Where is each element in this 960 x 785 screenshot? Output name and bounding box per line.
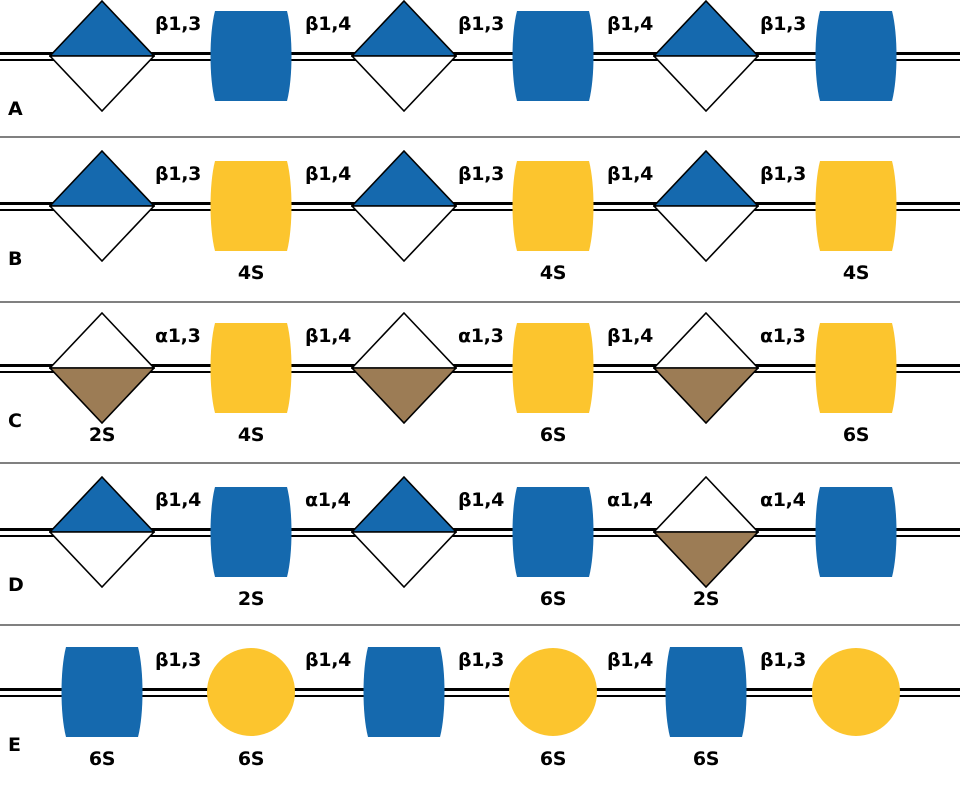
modification-label: 6S xyxy=(237,748,265,770)
linkage-label: α1,4 xyxy=(760,489,806,511)
glycan-node-circle[interactable] xyxy=(508,647,598,737)
glycan-node-rectangle[interactable] xyxy=(205,10,297,102)
row-separator xyxy=(0,462,960,464)
modification-label: 6S xyxy=(842,424,870,446)
glycan-node-rectangle[interactable] xyxy=(810,322,902,414)
modification-label: 6S xyxy=(88,748,116,770)
row-label-d: D xyxy=(8,574,24,596)
backbone-line xyxy=(0,688,960,697)
linkage-label: β1,3 xyxy=(458,649,505,671)
linkage-label: β1,3 xyxy=(155,163,202,185)
linkage-label: β1,3 xyxy=(155,649,202,671)
glycan-node-rectangle[interactable] xyxy=(507,486,599,578)
glycan-node-diamond[interactable] xyxy=(49,0,155,112)
glycan-node-rectangle[interactable] xyxy=(507,160,599,252)
glycan-node-rectangle[interactable] xyxy=(810,486,902,578)
row-label-e: E xyxy=(8,734,21,756)
glycan-node-rectangle[interactable] xyxy=(810,10,902,102)
glycan-node-diamond[interactable] xyxy=(653,476,759,588)
glycan-node-rectangle[interactable] xyxy=(660,646,752,738)
glycan-node-diamond[interactable] xyxy=(49,312,155,424)
linkage-label: β1,4 xyxy=(305,649,352,671)
modification-label: 4S xyxy=(237,424,265,446)
modification-label: 6S xyxy=(539,588,567,610)
row-separator xyxy=(0,136,960,138)
glycan-node-diamond[interactable] xyxy=(653,0,759,112)
row-label-a: A xyxy=(8,98,23,120)
glycan-node-diamond[interactable] xyxy=(351,312,457,424)
glycan-node-diamond[interactable] xyxy=(49,150,155,262)
glycan-node-diamond[interactable] xyxy=(351,476,457,588)
glycan-node-rectangle[interactable] xyxy=(56,646,148,738)
backbone-line xyxy=(0,528,960,537)
glycan-node-rectangle[interactable] xyxy=(507,322,599,414)
linkage-label: β1,4 xyxy=(155,489,202,511)
linkage-label: β1,4 xyxy=(458,489,505,511)
glycan-node-circle[interactable] xyxy=(206,647,296,737)
modification-label: 4S xyxy=(539,262,567,284)
row-separator xyxy=(0,301,960,303)
linkage-label: β1,4 xyxy=(607,163,654,185)
modification-label: 2S xyxy=(692,588,720,610)
linkage-label: β1,3 xyxy=(458,13,505,35)
linkage-label: β1,4 xyxy=(607,325,654,347)
row-label-c: C xyxy=(8,410,22,432)
glycan-node-diamond[interactable] xyxy=(351,150,457,262)
linkage-label: β1,3 xyxy=(458,163,505,185)
row-separator xyxy=(0,624,960,626)
glycan-node-circle[interactable] xyxy=(811,647,901,737)
linkage-label: β1,3 xyxy=(760,163,807,185)
glycan-node-diamond[interactable] xyxy=(49,476,155,588)
linkage-label: α1,3 xyxy=(760,325,806,347)
linkage-label: β1,4 xyxy=(305,325,352,347)
modification-label: 6S xyxy=(539,424,567,446)
backbone-line xyxy=(0,52,960,61)
linkage-label: β1,3 xyxy=(760,649,807,671)
glycan-node-rectangle[interactable] xyxy=(810,160,902,252)
modification-label: 4S xyxy=(842,262,870,284)
backbone-line xyxy=(0,364,960,373)
glycan-node-rectangle[interactable] xyxy=(205,160,297,252)
glycan-node-diamond[interactable] xyxy=(653,312,759,424)
linkage-label: α1,3 xyxy=(155,325,201,347)
row-label-b: B xyxy=(8,248,23,270)
linkage-label: β1,3 xyxy=(760,13,807,35)
linkage-label: β1,4 xyxy=(607,13,654,35)
linkage-label: β1,4 xyxy=(607,649,654,671)
modification-label: 4S xyxy=(237,262,265,284)
linkage-label: β1,4 xyxy=(305,13,352,35)
modification-label: 6S xyxy=(539,748,567,770)
glycan-node-rectangle[interactable] xyxy=(358,646,450,738)
linkage-label: β1,4 xyxy=(305,163,352,185)
modification-label: 2S xyxy=(237,588,265,610)
linkage-label: α1,3 xyxy=(458,325,504,347)
linkage-label: α1,4 xyxy=(607,489,653,511)
modification-label: 6S xyxy=(692,748,720,770)
glycan-node-rectangle[interactable] xyxy=(205,322,297,414)
modification-label: 2S xyxy=(88,424,116,446)
linkage-label: β1,3 xyxy=(155,13,202,35)
backbone-line xyxy=(0,202,960,211)
glycan-node-rectangle[interactable] xyxy=(507,10,599,102)
glycan-node-diamond[interactable] xyxy=(351,0,457,112)
glycan-node-rectangle[interactable] xyxy=(205,486,297,578)
glycan-node-diamond[interactable] xyxy=(653,150,759,262)
linkage-label: α1,4 xyxy=(305,489,351,511)
